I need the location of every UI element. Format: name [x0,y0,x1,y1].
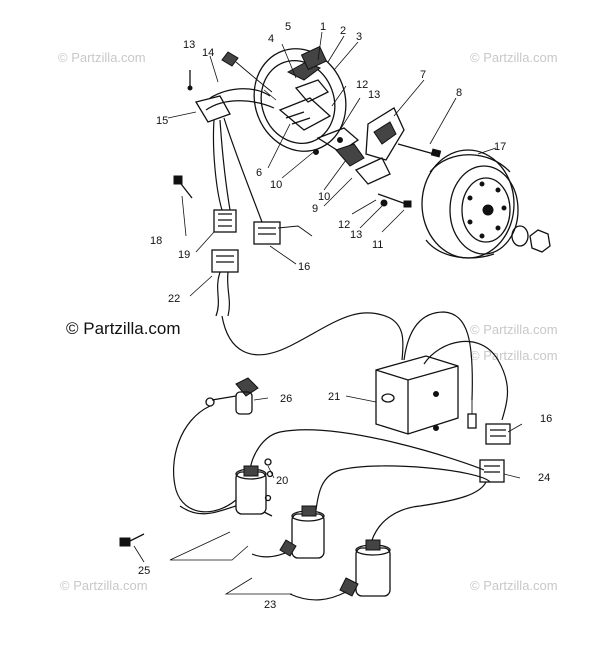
callout-23: 23 [264,599,276,611]
watermark: © Partzilla.com [470,578,558,593]
callout-10: 10 [270,179,282,191]
callout-20: 20 [276,475,288,487]
watermark: © Partzilla.com [60,578,148,593]
callout-22: 22 [168,293,180,305]
flywheel [421,149,551,259]
callout-7: 7 [420,69,426,81]
callout-12: 12 [356,79,368,91]
copyright-label: © Partzilla.com [66,319,181,338]
callout-16: 16 [540,413,552,425]
callout-25: 25 [138,565,150,577]
watermark: © Partzilla.com [470,348,558,363]
callout-14: 14 [202,47,214,59]
callout-5: 5 [285,21,291,33]
callout-1: 1 [320,21,326,33]
watermark: © Partzilla.com [470,322,558,337]
callout-11: 11 [372,239,383,251]
stator-harness [173,51,404,361]
callout-6: 6 [256,167,262,179]
callout-12: 12 [338,219,350,231]
ignition-coils [119,377,505,601]
callout-3: 3 [356,31,362,43]
callout-19: 19 [178,249,190,261]
callout-17: 17 [494,141,506,153]
callout-24: 24 [538,472,550,484]
callout-2: 2 [340,25,346,37]
cdi-box [375,311,511,445]
watermark: © Partzilla.com [470,50,558,65]
callout-labels: 1 2 3 4 5 6 7 8 9 10 10 11 12 12 13 13 1… [138,21,552,611]
watermark: © Partzilla.com [58,50,146,65]
callout-21: 21 [328,391,340,403]
leader-lines [133,31,523,563]
callout-9: 9 [312,203,318,215]
callout-16: 16 [298,261,310,273]
callout-13: 13 [350,229,362,241]
callout-26: 26 [280,393,292,405]
callout-10: 10 [318,191,330,203]
callout-13: 13 [183,39,195,51]
callout-4: 4 [268,33,274,45]
callout-18: 18 [150,235,162,247]
callout-13: 13 [368,89,380,101]
stator-assembly [253,45,442,208]
callout-15: 15 [156,115,168,127]
callout-8: 8 [456,87,462,99]
